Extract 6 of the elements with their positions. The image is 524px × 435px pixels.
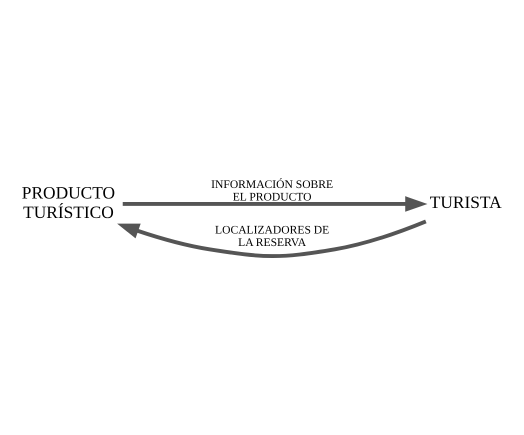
node-text: PRODUCTO TURÍSTICO	[22, 184, 116, 222]
edge-label: LOCALIZADORES DE LA RESERVA	[215, 224, 330, 250]
edge-label: INFORMACIÓN SOBRE EL PRODUCTO	[211, 178, 334, 204]
arrow	[117, 220, 427, 258]
arrow	[122, 196, 428, 212]
node-text: TURISTA	[430, 193, 502, 212]
